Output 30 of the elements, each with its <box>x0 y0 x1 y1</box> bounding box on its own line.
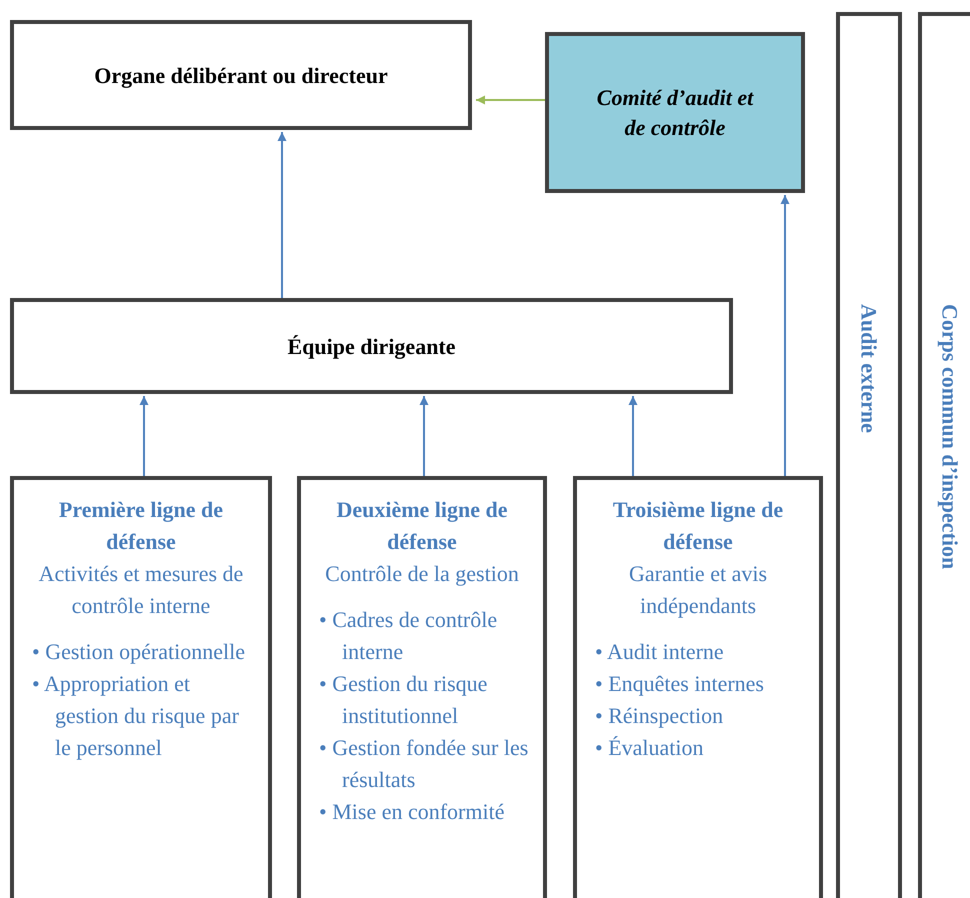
arrow <box>780 195 790 476</box>
panel-subtitle: Contrôle de la gestion <box>324 560 520 588</box>
committee-box: Comité d’audit et de contrôle <box>545 32 805 193</box>
arrow <box>476 96 545 104</box>
panel-subtitle: Garantie et avis indépendants <box>628 560 768 620</box>
panel-heading: Troisième ligne de défense <box>612 496 784 556</box>
oversight-band: Audit externe <box>836 12 902 898</box>
bullet-item: • Appropriation et gestion du risque par le personnel <box>32 670 240 762</box>
bullet-item: • Audit interne <box>595 638 725 666</box>
bullet-item: • Évaluation <box>595 734 705 762</box>
oversight-band: Corps commun d’inspection <box>918 12 970 898</box>
bullet-item: • Gestion du risque institutionnel <box>319 670 488 730</box>
arrow <box>628 396 638 476</box>
bullet-item: • Réinspection <box>595 702 724 730</box>
hierarchy-box: Équipe dirigeante <box>10 298 733 394</box>
bullet-item: • Cadres de contrôle interne <box>319 606 498 666</box>
bullet-item: • Enquêtes internes <box>595 670 765 698</box>
arrow <box>278 132 286 298</box>
panel-subtitle: Activités et mesures de contrôle interne <box>38 560 244 620</box>
defense-line-panel <box>10 476 272 898</box>
bullet-item: • Gestion opérationnelle <box>32 638 246 666</box>
bullet-item: • Mise en conformité <box>319 798 506 826</box>
hierarchy-box: Organe délibérant ou directeur <box>10 20 472 130</box>
defense-line-panel <box>297 476 547 898</box>
arrow <box>420 396 428 476</box>
arrow <box>140 396 148 476</box>
panel-heading: Première ligne de défense <box>58 496 224 556</box>
bullet-item: • Gestion fondée sur les résultats <box>319 734 530 794</box>
panel-heading: Deuxième ligne de défense <box>335 496 509 556</box>
defense-line-panel <box>573 476 823 898</box>
